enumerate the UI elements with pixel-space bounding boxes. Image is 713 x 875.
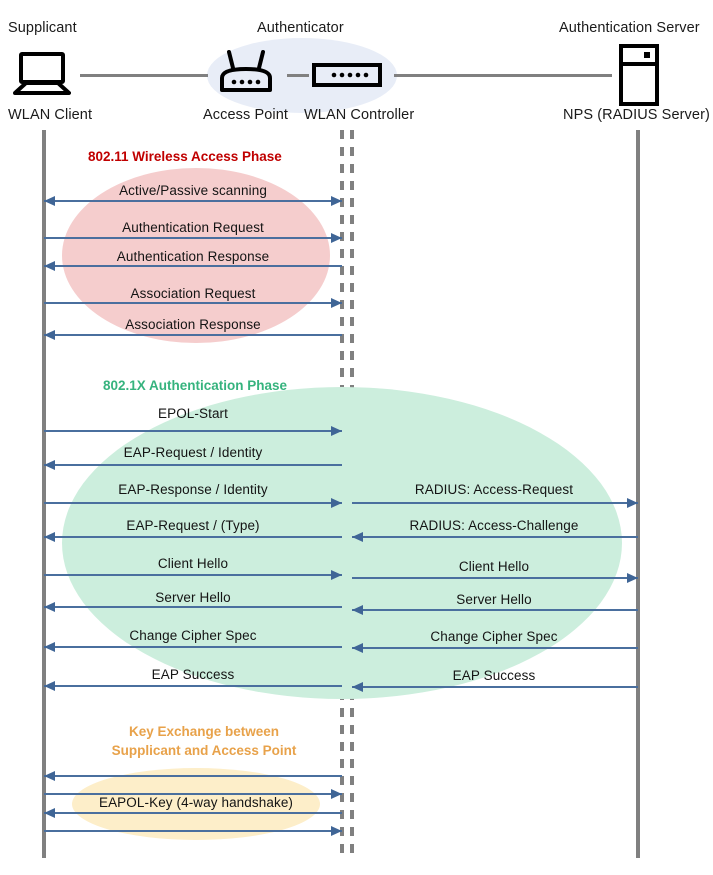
message-line bbox=[44, 646, 342, 648]
arrow-head-left-icon bbox=[44, 641, 55, 652]
message-label: EAP Success bbox=[452, 668, 536, 683]
arrow-head-left-icon bbox=[352, 642, 363, 653]
arrow-head-left-icon bbox=[352, 604, 363, 615]
message-label: EAP-Response / Identity bbox=[118, 482, 268, 497]
message-line bbox=[44, 464, 342, 466]
phase-title-key-exchange-line2: Supplicant and Access Point bbox=[111, 743, 297, 758]
message-line bbox=[44, 536, 342, 538]
message-line bbox=[44, 265, 342, 267]
message-label: Change Cipher Spec bbox=[430, 629, 558, 644]
message-label: Authentication Request bbox=[122, 220, 264, 235]
message-line bbox=[44, 430, 342, 432]
message-line bbox=[44, 793, 342, 795]
arrow-head-left-icon bbox=[44, 807, 55, 818]
message-line bbox=[44, 237, 342, 239]
arrow-head-right-icon bbox=[331, 232, 342, 243]
arrow-head-left-icon bbox=[44, 195, 55, 206]
message-line bbox=[44, 685, 342, 687]
arrow-head-right-icon bbox=[331, 195, 342, 206]
wlan-controller-icon bbox=[312, 62, 382, 88]
phase-title-key-exchange-line1: Key Exchange between bbox=[128, 724, 280, 739]
arrow-head-right-icon bbox=[331, 825, 342, 836]
arrow-head-left-icon bbox=[352, 531, 363, 542]
message-label: Server Hello bbox=[456, 592, 532, 607]
message-label: Change Cipher Spec bbox=[129, 628, 257, 643]
message-line bbox=[352, 536, 638, 538]
message-line bbox=[44, 830, 342, 832]
message-label: EAP-Request / (Type) bbox=[126, 518, 260, 533]
lifeline-supplicant bbox=[42, 130, 46, 858]
message-line bbox=[352, 577, 638, 579]
arrow-head-left-icon bbox=[44, 459, 55, 470]
actor-role-supplicant: Supplicant bbox=[8, 20, 77, 36]
message-label: Server Hello bbox=[155, 590, 231, 605]
wire-ap-to-controller bbox=[287, 74, 309, 77]
arrow-head-left-icon bbox=[44, 770, 55, 781]
message-label: EAP-Request / Identity bbox=[123, 445, 263, 460]
arrow-head-right-icon bbox=[331, 297, 342, 308]
message-line bbox=[44, 812, 342, 814]
arrow-head-left-icon bbox=[44, 680, 55, 691]
message-label: EAP Success bbox=[151, 667, 235, 682]
actor-role-authenticator: Authenticator bbox=[257, 20, 344, 36]
actor-device-nps-radius-server: NPS (RADIUS Server) bbox=[563, 107, 710, 123]
message-label: Active/Passive scanning bbox=[119, 183, 267, 198]
message-line bbox=[352, 647, 638, 649]
arrow-head-left-icon bbox=[352, 681, 363, 692]
phase-ellipse-dot1x-authentication bbox=[62, 387, 622, 699]
message-line bbox=[44, 502, 342, 504]
message-label: Authentication Response bbox=[116, 249, 270, 264]
arrow-head-right-icon bbox=[331, 569, 342, 580]
message-line bbox=[44, 574, 342, 576]
phase-ellipse-wireless-access bbox=[62, 168, 330, 343]
arrow-head-right-icon bbox=[627, 497, 638, 508]
arrow-head-right-icon bbox=[627, 572, 638, 583]
arrow-head-right-icon bbox=[331, 425, 342, 436]
actor-role-authentication-server: Authentication Server bbox=[559, 20, 700, 36]
message-label: RADIUS: Access-Request bbox=[414, 482, 574, 497]
actor-device-access-point: Access Point bbox=[203, 107, 289, 123]
message-line bbox=[352, 686, 638, 688]
actor-device-wlan-controller: WLAN Controller bbox=[304, 107, 415, 123]
arrow-head-right-icon bbox=[331, 788, 342, 799]
phase-title-dot1x-authentication: 802.1X Authentication Phase bbox=[103, 378, 288, 393]
message-line bbox=[44, 775, 342, 777]
message-label: Association Response bbox=[125, 317, 261, 332]
message-line bbox=[352, 502, 638, 504]
message-label: Client Hello bbox=[157, 556, 229, 571]
message-label: EPOL-Start bbox=[157, 406, 229, 421]
message-line bbox=[44, 334, 342, 336]
server-rack-icon bbox=[618, 44, 660, 106]
arrow-head-right-icon bbox=[331, 497, 342, 508]
laptop-icon bbox=[13, 52, 71, 96]
actor-device-wlan-client: WLAN Client bbox=[8, 107, 93, 123]
arrow-head-left-icon bbox=[44, 531, 55, 542]
wire-controller-to-server bbox=[394, 74, 612, 77]
arrow-head-left-icon bbox=[44, 329, 55, 340]
message-line bbox=[44, 302, 342, 304]
arrow-head-left-icon bbox=[44, 260, 55, 271]
wireless-router-icon bbox=[215, 48, 277, 96]
message-line bbox=[352, 609, 638, 611]
message-label: Association Request bbox=[130, 286, 256, 301]
wire-client-to-ap bbox=[80, 74, 208, 77]
message-label: Client Hello bbox=[458, 559, 530, 574]
phase-title-wireless-access: 802.11 Wireless Access Phase bbox=[88, 149, 282, 164]
lifeline-radius-server bbox=[636, 130, 640, 858]
message-line bbox=[44, 606, 342, 608]
message-line bbox=[44, 200, 342, 202]
message-label: EAPOL-Key (4-way handshake) bbox=[96, 795, 296, 810]
message-label: RADIUS: Access-Challenge bbox=[409, 518, 579, 533]
arrow-head-left-icon bbox=[44, 601, 55, 612]
